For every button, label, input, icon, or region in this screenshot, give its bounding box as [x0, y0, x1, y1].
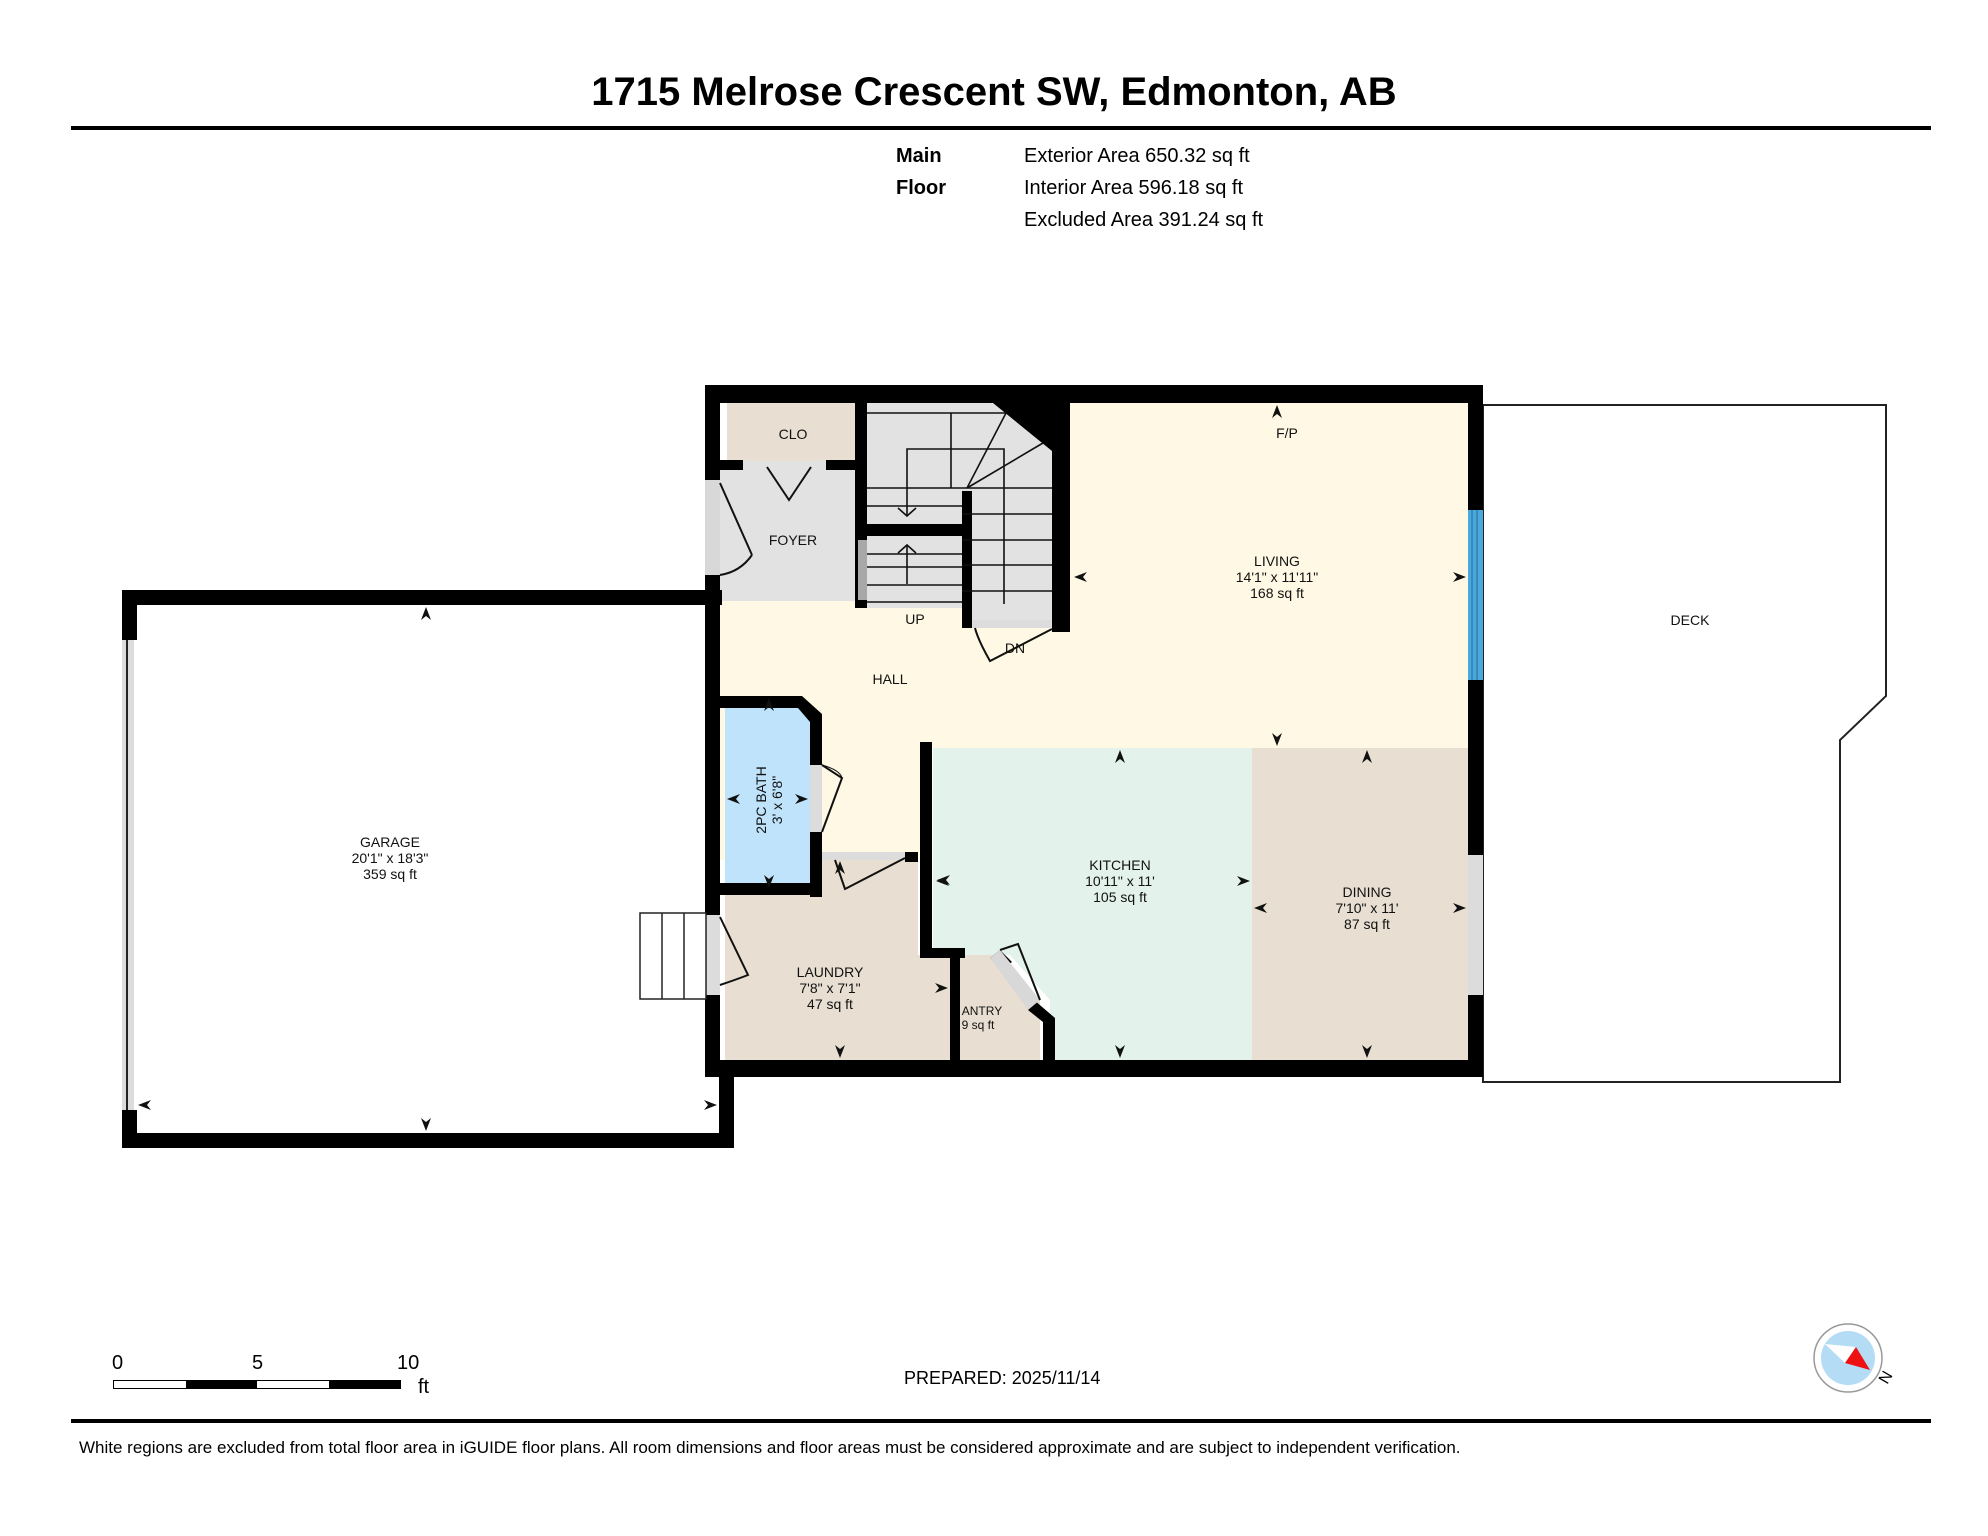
scale-tick-10: 10	[397, 1352, 420, 1374]
label-dn: DN	[1005, 640, 1025, 656]
interior-area: Interior Area 596.18 sq ft	[1024, 177, 1244, 199]
label-kitchen-name: KITCHEN	[1089, 857, 1150, 873]
deck-outline	[1482, 404, 1887, 1083]
compass-n-label: N	[1876, 1368, 1897, 1387]
stairs	[867, 412, 1052, 604]
label-pantry-name: ANTRY	[962, 1004, 1002, 1018]
disclaimer: White regions are excluded from total fl…	[79, 1438, 1461, 1457]
label-kitchen-area: 105 sq ft	[1093, 889, 1147, 905]
label-bath-dims: 3' x 6'8"	[769, 776, 785, 824]
label-living-name: LIVING	[1254, 553, 1300, 569]
excluded-area: Excluded Area 391.24 sq ft	[1024, 209, 1264, 231]
scale-tick-5-label: 5	[252, 1352, 264, 1374]
floor-name: Main Floor	[896, 145, 946, 199]
label-garage-area: 359 sq ft	[363, 866, 417, 882]
label-fp: F/P	[1276, 425, 1298, 441]
dimension-arrows	[138, 405, 1466, 1131]
label-kitchen-dims: 10'11" x 11'	[1085, 873, 1155, 889]
living-window	[1468, 510, 1483, 680]
compass-south-needle-icon	[1825, 1344, 1856, 1363]
label-living-dims: 14'1" x 11'11"	[1236, 569, 1319, 585]
label-foyer: FOYER	[769, 532, 817, 548]
label-dining-area: 87 sq ft	[1344, 916, 1390, 932]
label-laundry-area: 47 sq ft	[807, 996, 853, 1012]
scale-tick-0: 0	[112, 1352, 124, 1374]
room-fills	[720, 403, 1468, 1060]
label-laundry-dims: 7'8" x 7'1"	[799, 980, 860, 996]
room-labels: CLO FOYER UP DN HALL F/P LIVING 14'1" x …	[352, 425, 1710, 1032]
compass: N	[1812, 1322, 1902, 1407]
scale-unit: ft	[418, 1376, 430, 1398]
label-living-area: 168 sq ft	[1250, 585, 1304, 601]
scale-bar-graphic	[113, 1380, 401, 1389]
label-deck: DECK	[1671, 612, 1711, 628]
label-up: UP	[905, 611, 924, 627]
openings	[122, 480, 1483, 1110]
label-hall: HALL	[872, 671, 907, 687]
footer-divider	[71, 1419, 1931, 1423]
prepared-date: PREPARED: 2025/11/14	[904, 1368, 1101, 1388]
label-clo: CLO	[779, 426, 808, 442]
garage-steps	[639, 912, 707, 1000]
page-title: 1715 Melrose Crescent SW, Edmonton, AB	[591, 70, 1397, 114]
label-dining-name: DINING	[1343, 884, 1392, 900]
label-garage-name: GARAGE	[360, 834, 420, 850]
exterior-area: Exterior Area 650.32 sq ft	[1024, 145, 1250, 167]
title-divider	[71, 126, 1931, 130]
dining-patio-door	[1468, 855, 1483, 995]
label-laundry-name: LAUNDRY	[797, 964, 864, 980]
label-bath-name: 2PC BATH	[753, 766, 769, 833]
label-dining-dims: 7'10" x 11'	[1336, 900, 1399, 916]
door-swings	[719, 466, 1053, 1001]
label-garage-dims: 20'1" x 18'3"	[352, 850, 429, 866]
label-pantry-area: 9 sq ft	[962, 1018, 995, 1032]
compass-north-needle-icon	[1845, 1347, 1870, 1370]
